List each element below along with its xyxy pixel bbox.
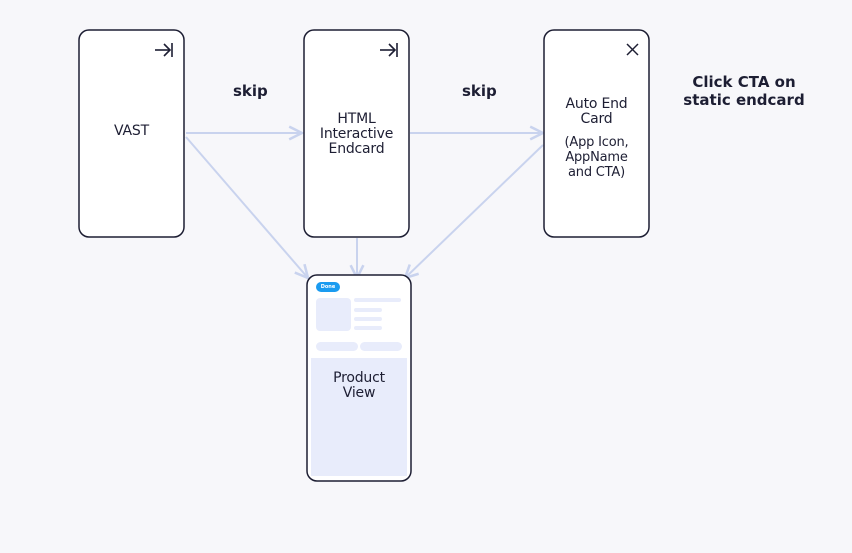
product-view-label-line: Product [333,370,385,386]
arrow-vast-to-product [185,136,308,278]
product-view-label-line: View [342,385,376,401]
text-line-placeholder [354,326,382,330]
cta-note: Click CTA on static endcard [674,73,814,109]
cta-note-line: static endcard [683,91,805,109]
skip-label-2: skip [462,82,497,100]
app-icon-placeholder [316,298,351,331]
product-view-body [311,358,407,476]
auto-endcard-label-line: Auto End [565,96,628,112]
auto-endcard-sub-line: (App Icon, [564,135,629,150]
html-endcard-label-line: HTML [337,111,376,127]
auto-endcard-sub-line: AppName [565,150,628,165]
button-placeholder [316,342,358,351]
product-view-label: Product View [307,371,411,401]
auto-endcard-label-line: Card [580,111,613,127]
cta-note-line: Click CTA on [692,73,796,91]
done-badge: Done [316,282,340,292]
vast-label: VAST [79,124,184,139]
auto-endcard-sublabel: (App Icon, AppName and CTA) [544,135,649,180]
text-line-placeholder [354,308,382,312]
auto-endcard-sub-line: and CTA) [568,165,625,180]
auto-endcard-label: Auto End Card [544,97,649,127]
text-line-placeholder [354,317,382,321]
auto-endcard-card [543,29,650,238]
html-endcard-label-line: Interactive [319,126,394,142]
button-placeholder [360,342,402,351]
close-icon [626,43,639,56]
html-endcard-label: HTML Interactive Endcard [304,112,409,157]
text-line-placeholder [354,298,401,302]
skip-arrow-icon [155,43,173,57]
vast-label-text: VAST [114,123,149,139]
skip-arrow-icon [380,43,398,57]
arrow-endcard-to-product [405,144,544,278]
vast-card [78,29,185,238]
html-endcard-card [303,29,410,238]
skip-label-1: skip [233,82,268,100]
html-endcard-label-line: Endcard [328,141,385,157]
